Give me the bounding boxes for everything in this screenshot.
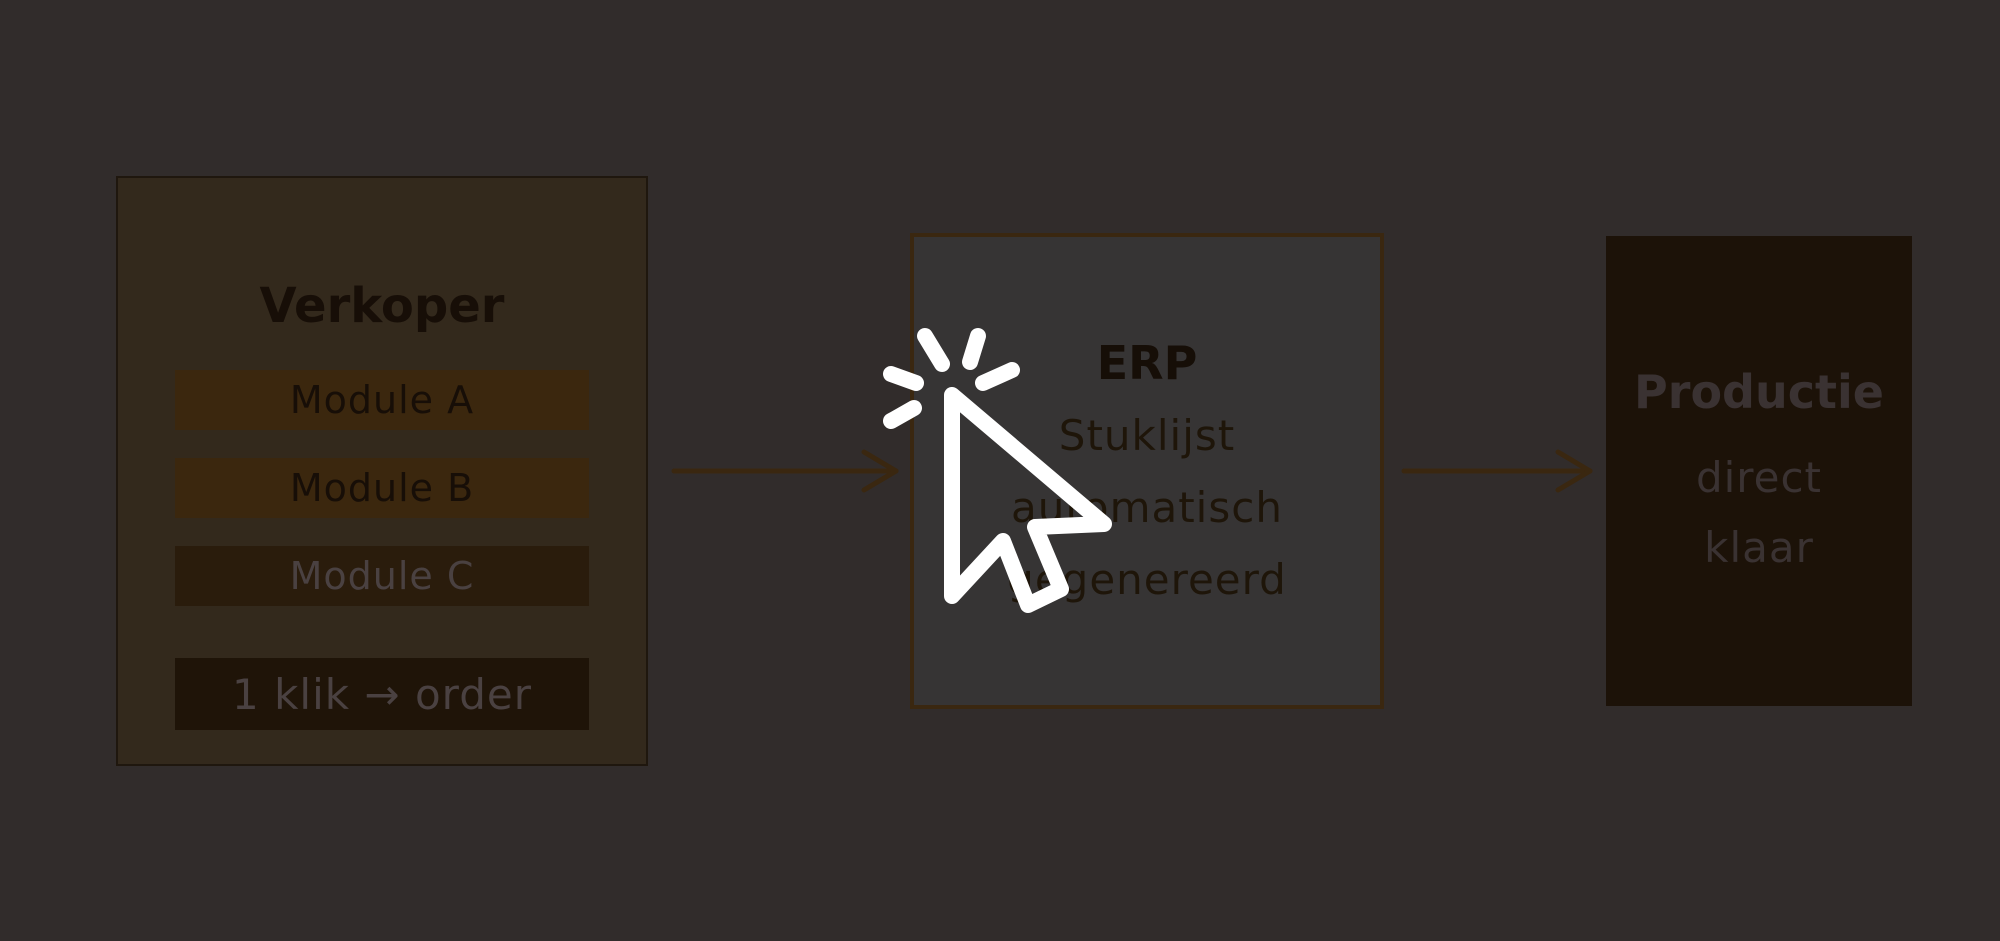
erp-title: ERP [1096, 336, 1198, 390]
erp-line-stuklijst: Stuklijst [1058, 411, 1236, 460]
productie-line-direct: direct [1695, 453, 1823, 502]
click-cursor-icon [883, 328, 1112, 613]
arrow-right-icon [671, 449, 899, 493]
productie-title: Productie [1634, 365, 1884, 419]
module-a-option[interactable]: Module A [175, 370, 589, 430]
module-c-option[interactable]: Module C [175, 546, 589, 606]
productie-box [1606, 236, 1912, 706]
arrow-right-icon [1401, 449, 1593, 493]
module-b-option[interactable]: Module B [175, 458, 589, 518]
erp-box [910, 233, 1384, 709]
verkoper-title: Verkoper [259, 278, 505, 334]
productie-line-klaar: klaar [1704, 523, 1814, 572]
one-click-order-button[interactable]: 1 klik → order [175, 658, 589, 730]
